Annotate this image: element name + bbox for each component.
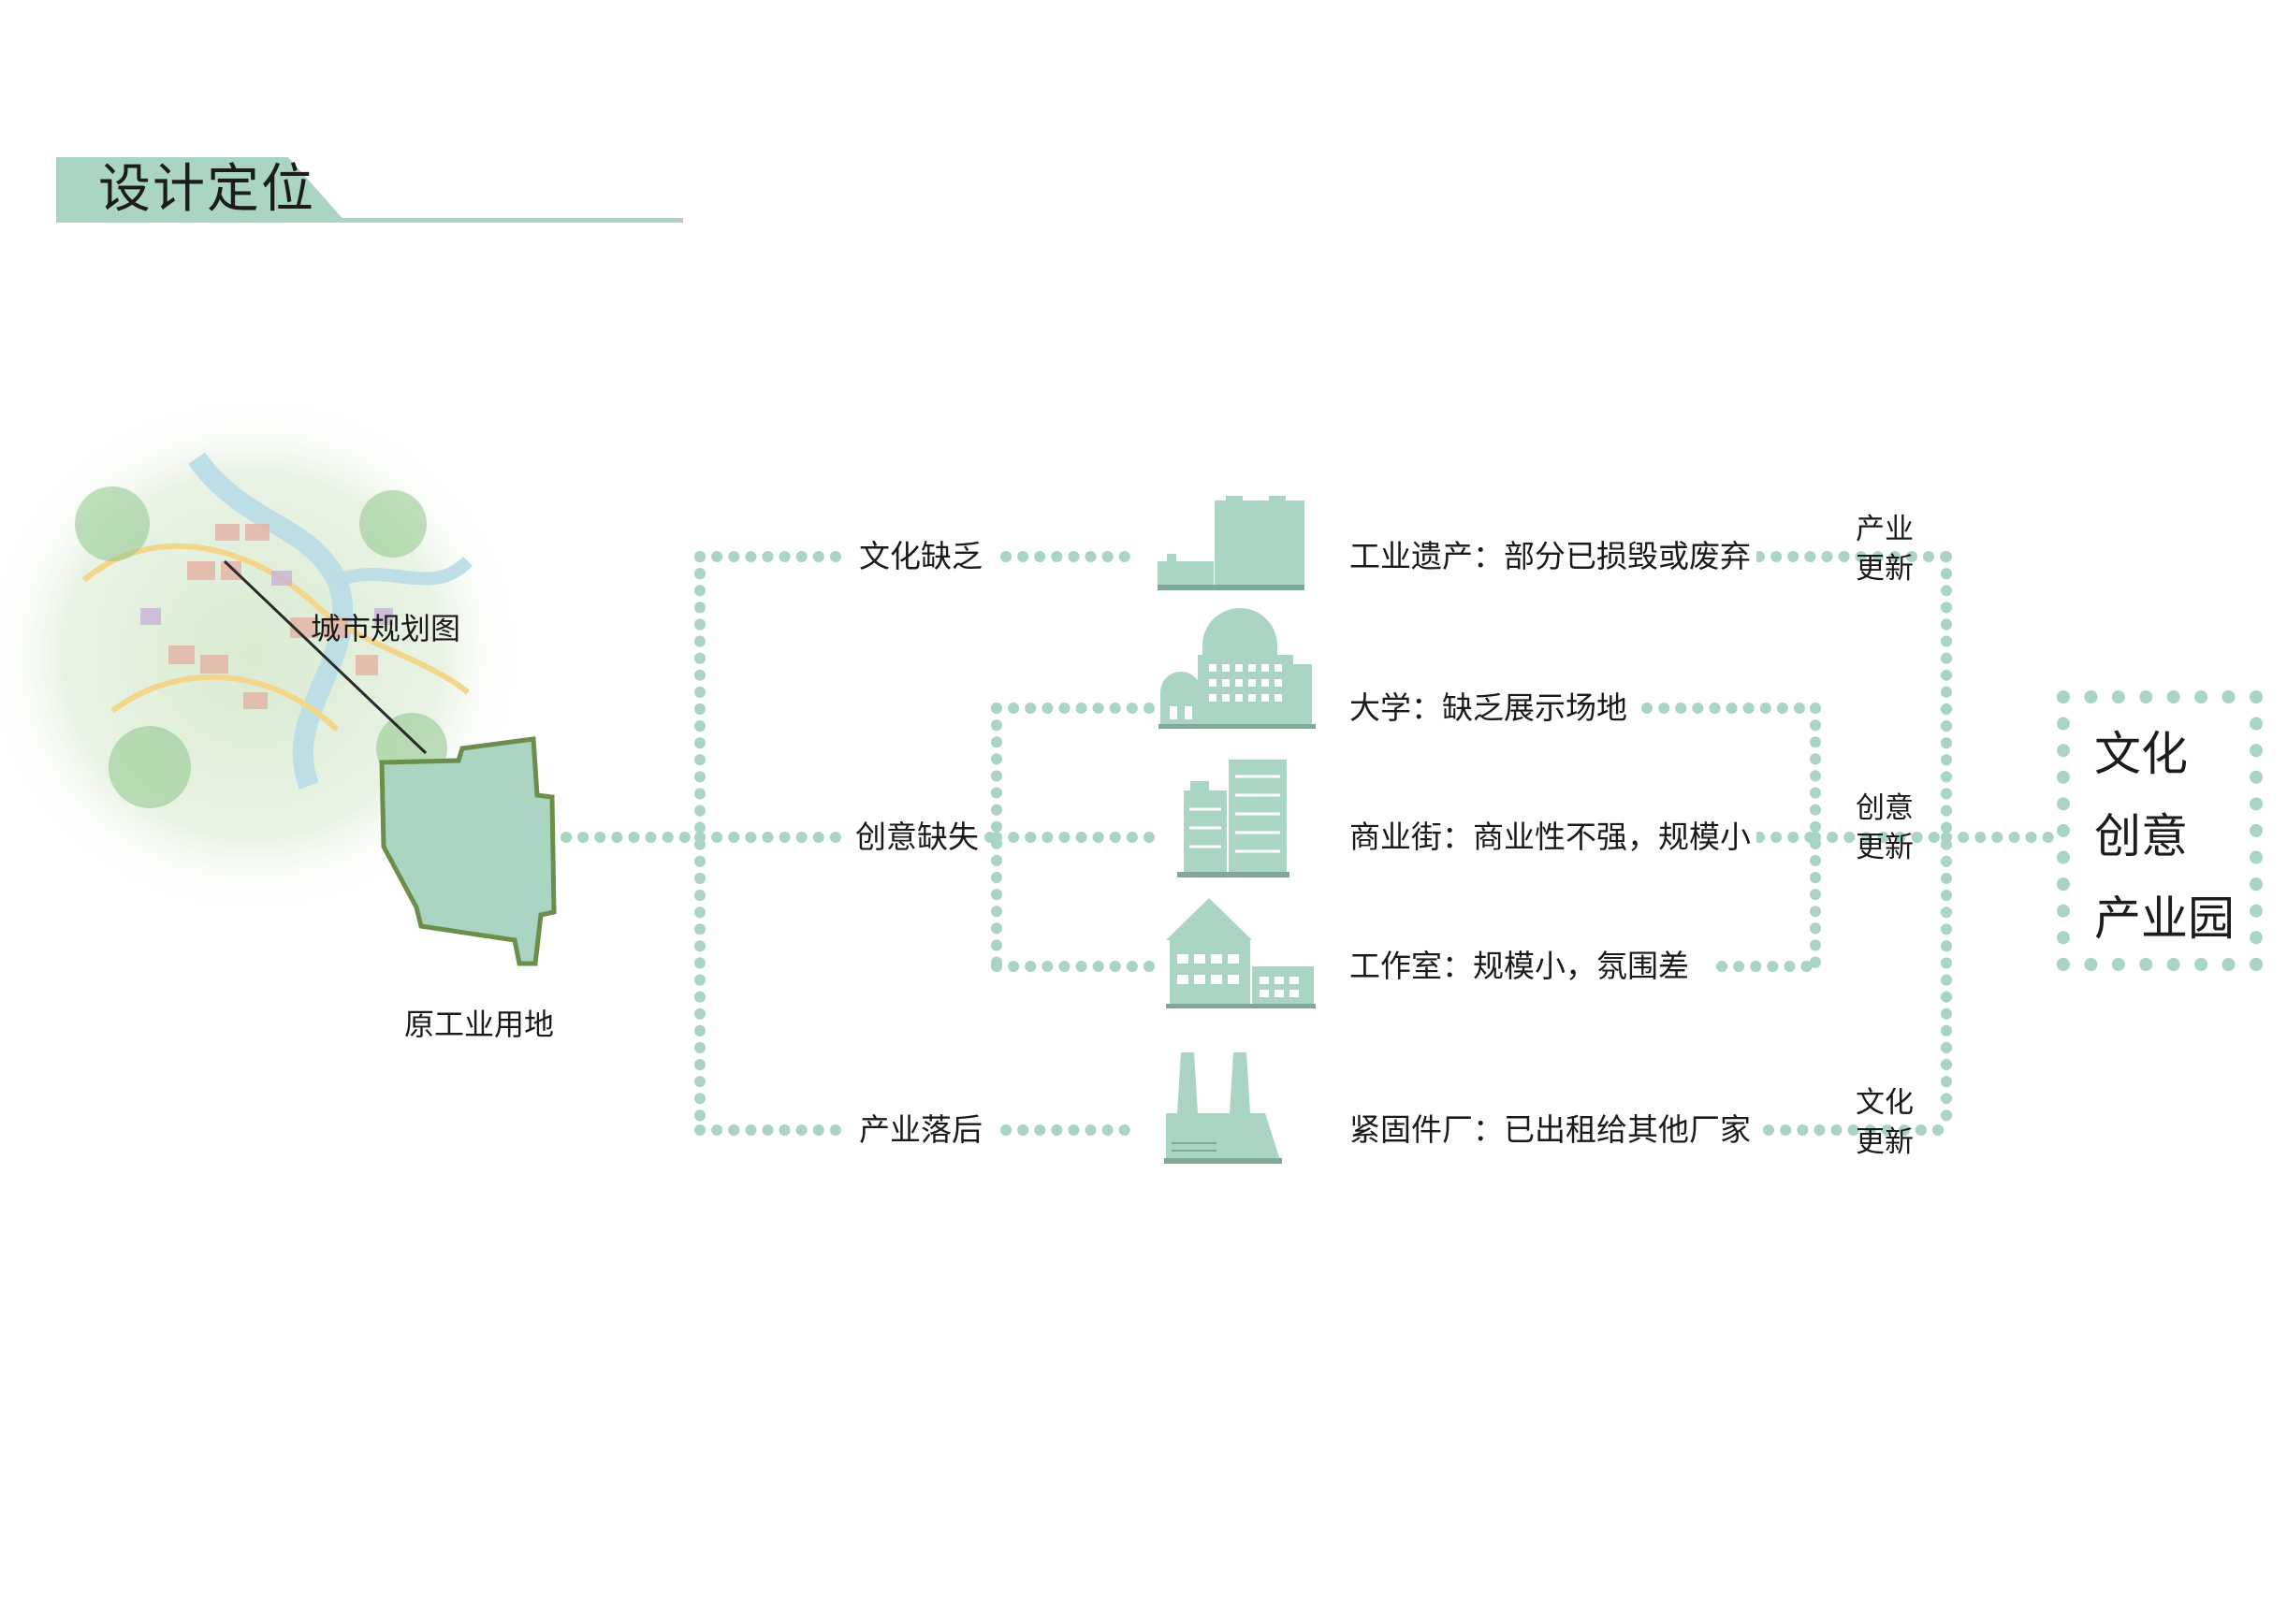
- site-parcel-shape: [379, 736, 557, 966]
- map-label: 城市规划图: [311, 611, 461, 646]
- university-icon: [1158, 608, 1316, 729]
- result-line1: 文化: [2094, 727, 2188, 781]
- dotted-connectors: [561, 551, 2057, 1136]
- update-culture-line2: 更新: [1856, 1125, 1914, 1159]
- problem-label-industry: 产业落后: [853, 1111, 988, 1149]
- result-line2: 创意: [2094, 809, 2188, 863]
- update-label-creativity: 创意 更新: [1851, 789, 1918, 867]
- chimney-factory-icon: [1164, 1052, 1282, 1164]
- update-label-culture: 文化 更新: [1851, 1083, 1918, 1162]
- update-creativity-line2: 更新: [1856, 831, 1914, 864]
- item-fastener-factory: 紧固件厂：已出租给其他厂家: [1344, 1111, 1756, 1149]
- update-label-industry: 产业 更新: [1851, 510, 1918, 588]
- studio-house-icon: [1166, 898, 1316, 1008]
- result-line3: 产业园: [2094, 892, 2235, 946]
- result-box: [2057, 690, 2263, 971]
- site-label: 原工业用地: [404, 1007, 555, 1042]
- item-university: 大学：缺乏展示场地: [1344, 689, 1633, 727]
- item-studio: 工作室：规模小，氛围差: [1344, 948, 1695, 985]
- page-title: 设计定位: [98, 159, 315, 220]
- title-underline: [56, 218, 683, 223]
- item-commercial-street: 商业街：商业性不强，规模小: [1344, 819, 1756, 856]
- problem-label-culture: 文化缺乏: [853, 538, 988, 575]
- update-industry-line2: 更新: [1856, 552, 1914, 586]
- factory-icon: [1158, 496, 1304, 590]
- item-industrial-heritage: 工业遗产：部分已损毁或废弃: [1344, 538, 1756, 575]
- result-text: 文化 创意 产业园: [2094, 713, 2235, 960]
- update-culture-line1: 文化: [1856, 1086, 1914, 1120]
- skyscraper-icon: [1177, 760, 1289, 877]
- problem-label-creativity: 创意缺失: [850, 819, 984, 856]
- update-industry-line1: 产业: [1856, 513, 1914, 546]
- update-creativity-line1: 创意: [1856, 791, 1914, 825]
